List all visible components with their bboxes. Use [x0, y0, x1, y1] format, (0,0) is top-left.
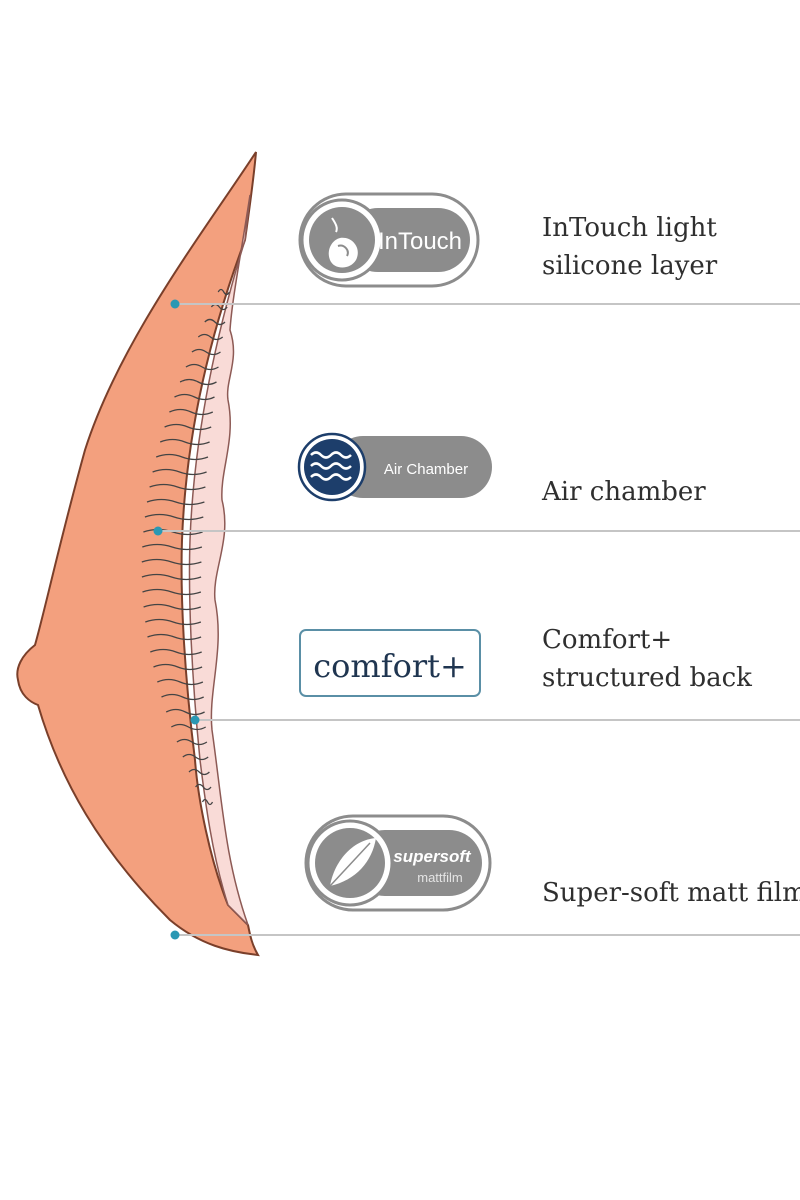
- feature-label-line: silicone layer: [542, 250, 718, 281]
- silicone-drop-icon: [328, 217, 358, 268]
- feature-label-line: Air chamber: [542, 477, 706, 507]
- feature-label-supersoft: Super-soft matt film: [542, 875, 800, 913]
- air-chamber-wave-line: [165, 708, 205, 716]
- callout-dot-intouch: [170, 299, 180, 309]
- air-chamber-waves: [141, 288, 230, 806]
- air-chamber-wave-line: [197, 333, 224, 341]
- air-chamber-wave-line: [150, 648, 202, 656]
- intouch-badge: InTouch: [298, 192, 480, 288]
- air-chamber-wave-line: [174, 393, 215, 401]
- feather-icon: [329, 838, 376, 887]
- feature-label-line: Comfort+: [542, 625, 673, 655]
- air-chamber-wave-line: [149, 483, 206, 491]
- air-chamber-wave-line: [191, 348, 221, 356]
- comfort-plus-badge: comfort+: [299, 629, 481, 697]
- intouch-badge-text: InTouch: [378, 228, 462, 255]
- air-chamber-badge: Air Chamber: [297, 432, 492, 502]
- feature-label-comfort: Comfort+ structured back: [542, 622, 792, 697]
- supersoft-badge-text: supersoft: [393, 847, 472, 866]
- air-chamber-wave-line: [201, 798, 214, 806]
- feature-label-line: structured back: [542, 662, 752, 693]
- air-chamber-wave-line: [142, 543, 203, 551]
- air-chamber-wave-line: [179, 378, 217, 386]
- comfort-plus-badge-text: comfort+: [313, 647, 467, 685]
- air-chamber-wave-line: [141, 558, 202, 566]
- feature-label-air-chamber: Air chamber: [542, 474, 792, 512]
- air-chamber-wave-line: [146, 498, 205, 506]
- air-chamber-wave-line: [144, 513, 204, 521]
- air-chamber-wave-line: [152, 468, 207, 476]
- callout-dot-air-chamber: [153, 526, 163, 536]
- air-chamber-wave-line: [143, 603, 202, 611]
- breast-form-cross-section: [16, 151, 260, 957]
- callout-dots: [153, 299, 200, 940]
- air-chamber-wave-line: [159, 438, 210, 446]
- air-chamber-wave-line: [157, 678, 204, 686]
- air-chamber-wave-line: [145, 618, 202, 626]
- air-chamber-wave-line: [141, 573, 202, 581]
- air-chamber-wave-line: [182, 753, 209, 761]
- air-chamber-wave-line: [195, 783, 212, 791]
- feature-label-line: Super-soft matt film: [542, 878, 800, 908]
- air-chamber-wave-line: [164, 423, 212, 431]
- air-chamber-wave-line: [170, 723, 207, 731]
- air-chamber-wave-line: [161, 693, 204, 701]
- air-chamber-wave-line: [176, 738, 208, 746]
- callout-dot-comfort: [190, 715, 200, 725]
- feature-label-line: InTouch light: [542, 213, 717, 243]
- inner-silicone-layer: [188, 194, 251, 926]
- air-chamber-wave-line: [188, 768, 210, 776]
- air-chamber-wave-line: [217, 288, 230, 296]
- mattfilm-badge-subtext: mattfilm: [417, 870, 463, 885]
- callout-dot-supersoft: [170, 930, 180, 940]
- air-chamber-wave-line: [185, 363, 219, 371]
- feature-label-intouch: InTouch light silicone layer: [542, 210, 792, 285]
- air-chamber-wave-line: [155, 453, 209, 461]
- air-chamber-wave-line: [153, 663, 203, 671]
- supersoft-badge: supersoft mattfilm: [304, 814, 492, 912]
- air-waves-icon: [310, 451, 352, 481]
- air-chamber-wave-line: [147, 633, 202, 641]
- air-chamber-wave-line: [142, 588, 202, 596]
- guide-lines: [158, 303, 800, 936]
- air-chamber-wave-line: [204, 318, 226, 326]
- air-chamber-wave-line: [169, 408, 214, 416]
- air-chamber-badge-text: Air Chamber: [384, 461, 468, 478]
